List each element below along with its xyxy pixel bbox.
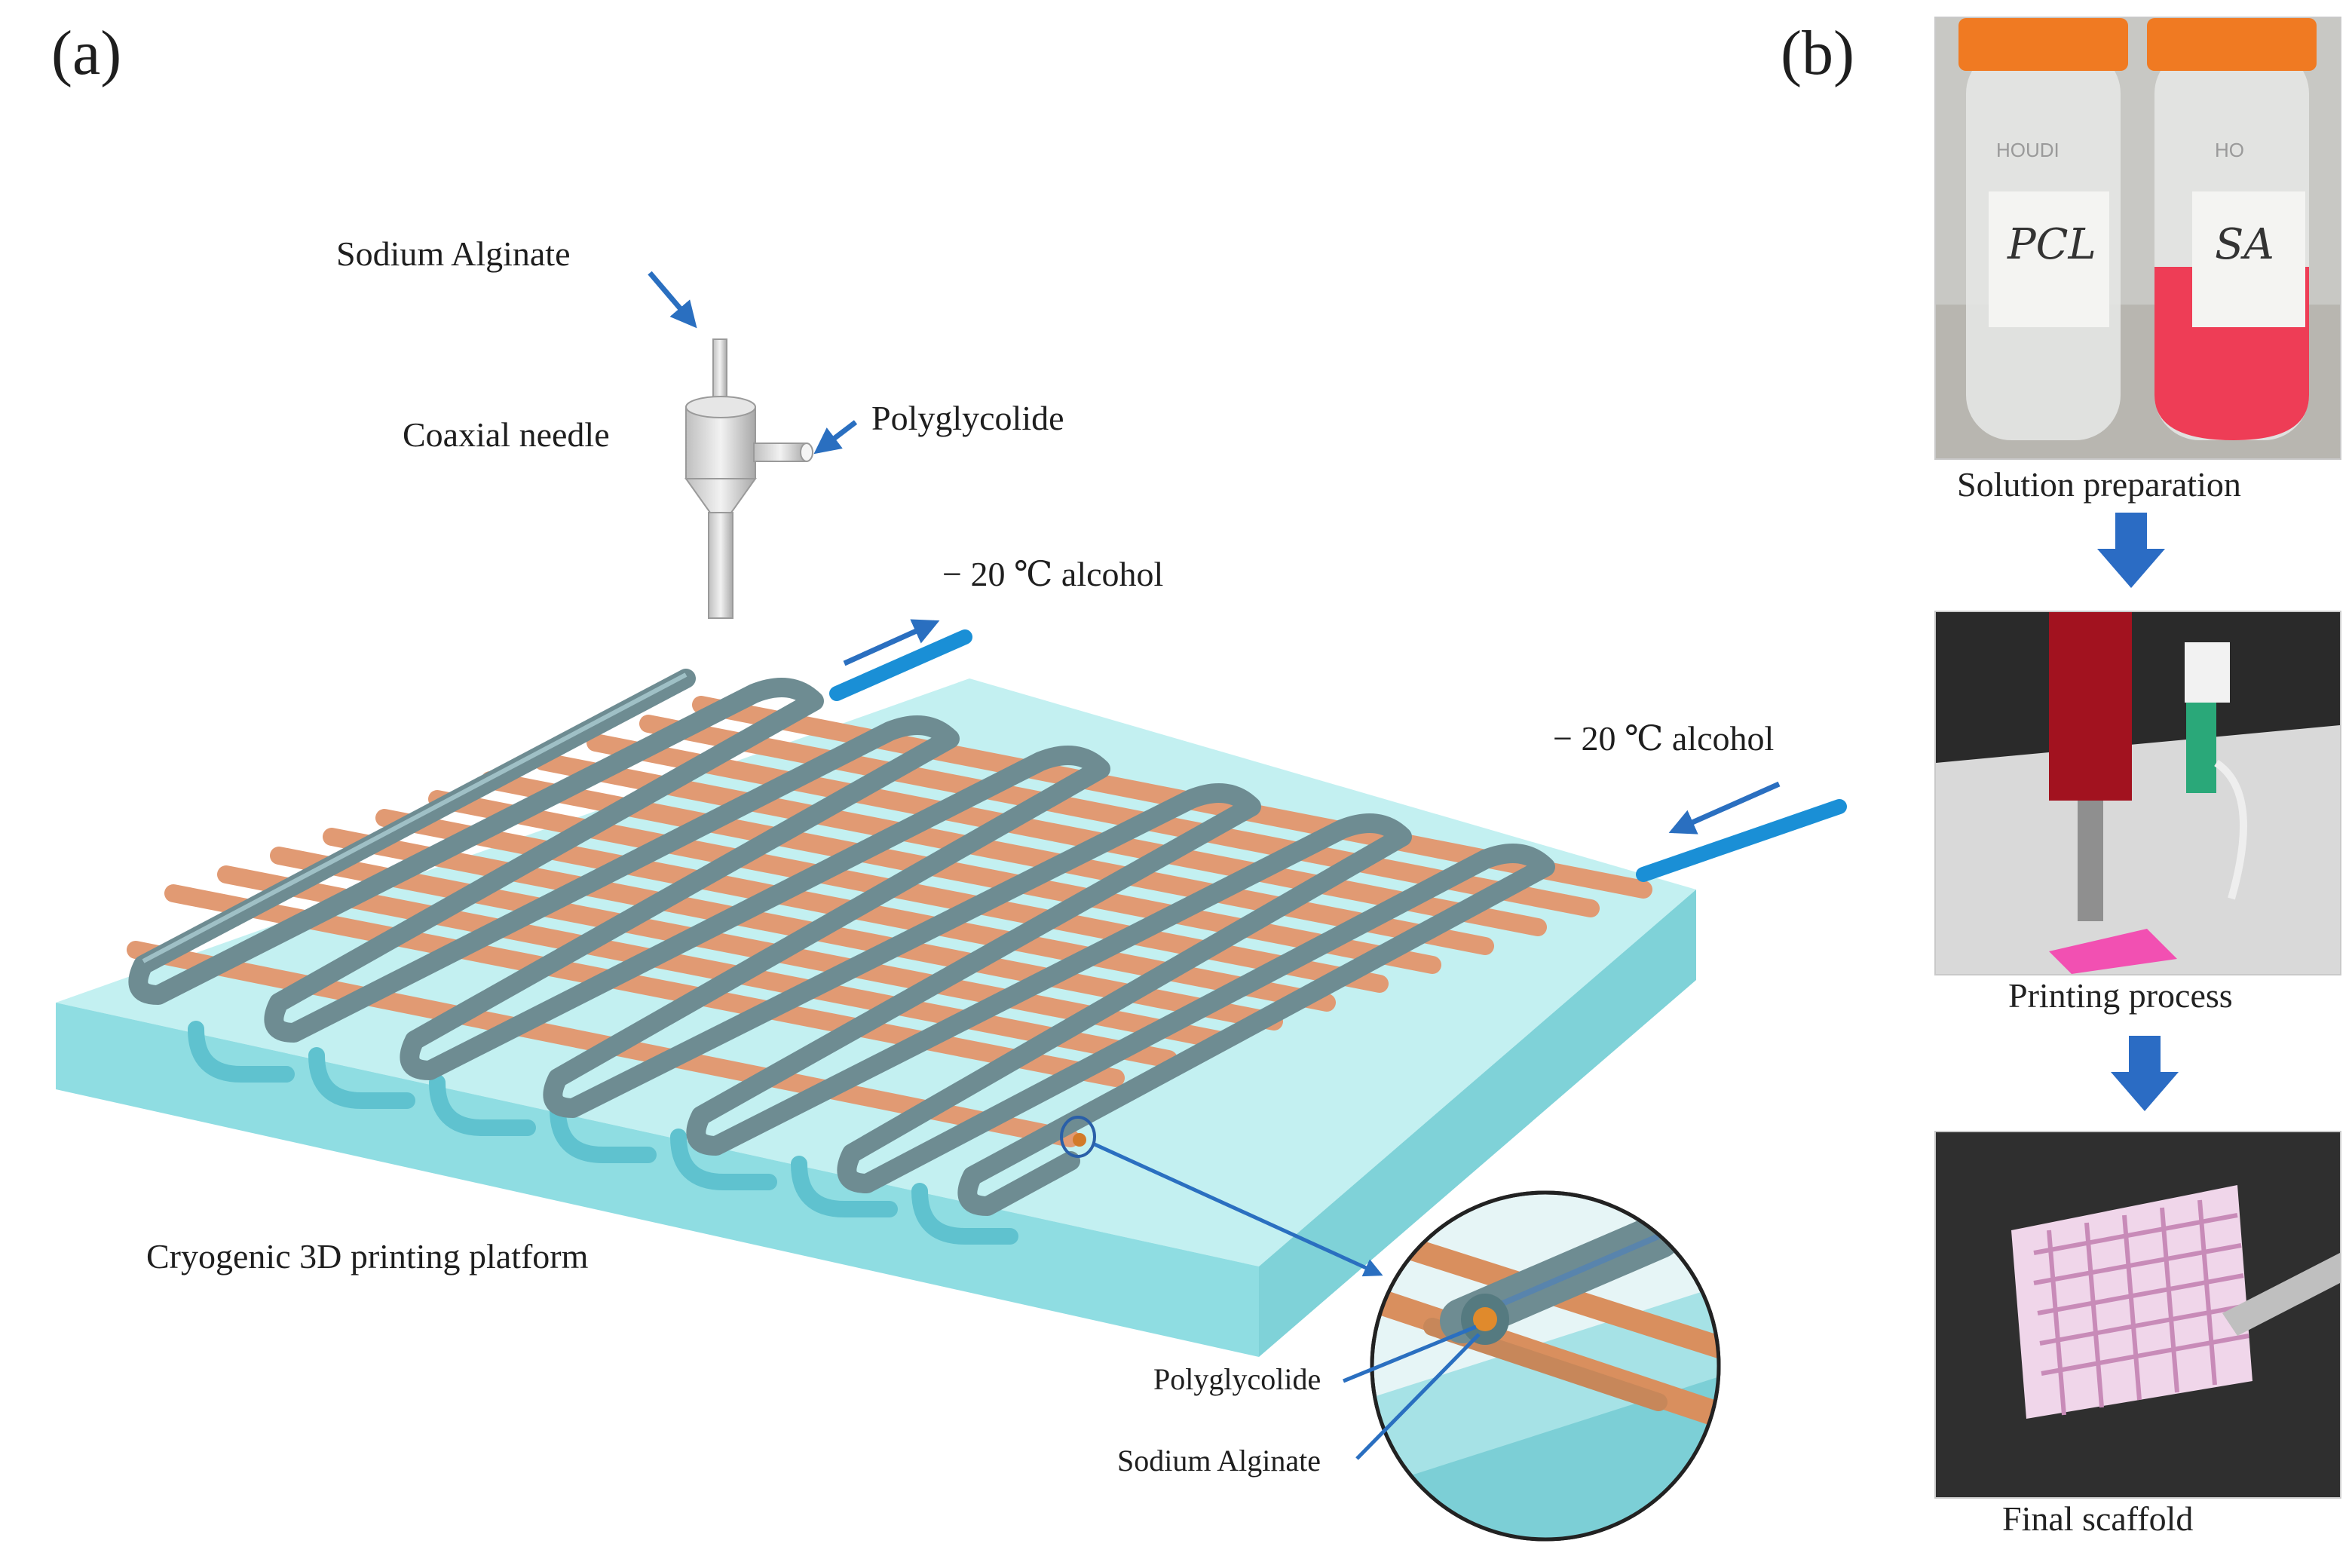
caption-printing-process: Printing process bbox=[2008, 976, 2233, 1015]
tube-brand-left: HOUDI bbox=[1996, 139, 2060, 161]
fiber-highlight bbox=[142, 672, 688, 963]
zoom-arrow bbox=[1093, 1142, 1383, 1277]
coolant-inlet-pipe bbox=[1636, 799, 1847, 882]
coaxial-needle bbox=[684, 338, 813, 619]
label-coaxial-needle: Coaxial needle bbox=[403, 415, 610, 454]
zoom-marker-core bbox=[1073, 1133, 1086, 1147]
photo-final-scaffold bbox=[1934, 1131, 2341, 1499]
tube-label-sa: SA bbox=[2215, 220, 2274, 269]
scaffold-illustration bbox=[1936, 1132, 2340, 1497]
inset-sa-pointer bbox=[1355, 1333, 1481, 1460]
label-sodium-alginate: Sodium Alginate bbox=[336, 234, 571, 273]
zoom-marker bbox=[1060, 1116, 1096, 1158]
tubes-illustration bbox=[1936, 18, 2340, 458]
inset-label-sodium-alginate: Sodium Alginate bbox=[1117, 1444, 1321, 1478]
inset-label-polyglycolide: Polyglycolide bbox=[1153, 1362, 1321, 1396]
flow-arrow-1 bbox=[2097, 513, 2165, 588]
tube-label-pcl: PCL bbox=[2007, 220, 2096, 269]
label-alcohol-inlet: − 20 ℃ alcohol bbox=[1553, 719, 1775, 758]
pgl-pointer-arrow bbox=[813, 420, 858, 455]
tube-brand-right: HO bbox=[2215, 139, 2244, 161]
upper-fiber-layer bbox=[128, 669, 1555, 1216]
label-polyglycolide: Polyglycolide bbox=[871, 399, 1064, 437]
caption-solution-preparation: Solution preparation bbox=[1957, 465, 2241, 504]
photo-printing-process bbox=[1934, 611, 2341, 975]
panel-a-letter: (a) bbox=[51, 18, 122, 88]
caption-final-scaffold: Final scaffold bbox=[2002, 1499, 2194, 1538]
sa-pointer-arrow bbox=[648, 271, 697, 329]
label-platform: Cryogenic 3D printing platform bbox=[146, 1237, 589, 1276]
coolant-outlet-pipe bbox=[829, 629, 972, 701]
embedded-cooling-channels bbox=[188, 1021, 1018, 1245]
inlet-flow-arrow bbox=[1668, 781, 1781, 835]
inset-pgl-pointer bbox=[1343, 1325, 1477, 1383]
inset-magnification bbox=[1370, 1190, 1721, 1542]
outlet-flow-arrow bbox=[843, 619, 940, 666]
flow-arrow-2 bbox=[2111, 1036, 2179, 1111]
printing-illustration bbox=[1936, 612, 2340, 974]
photo-solution-preparation: HOUDI HO PCL SA bbox=[1934, 17, 2341, 460]
label-alcohol-outlet: − 20 ℃ alcohol bbox=[942, 555, 1164, 593]
panel-b-letter: (b) bbox=[1781, 18, 1854, 88]
